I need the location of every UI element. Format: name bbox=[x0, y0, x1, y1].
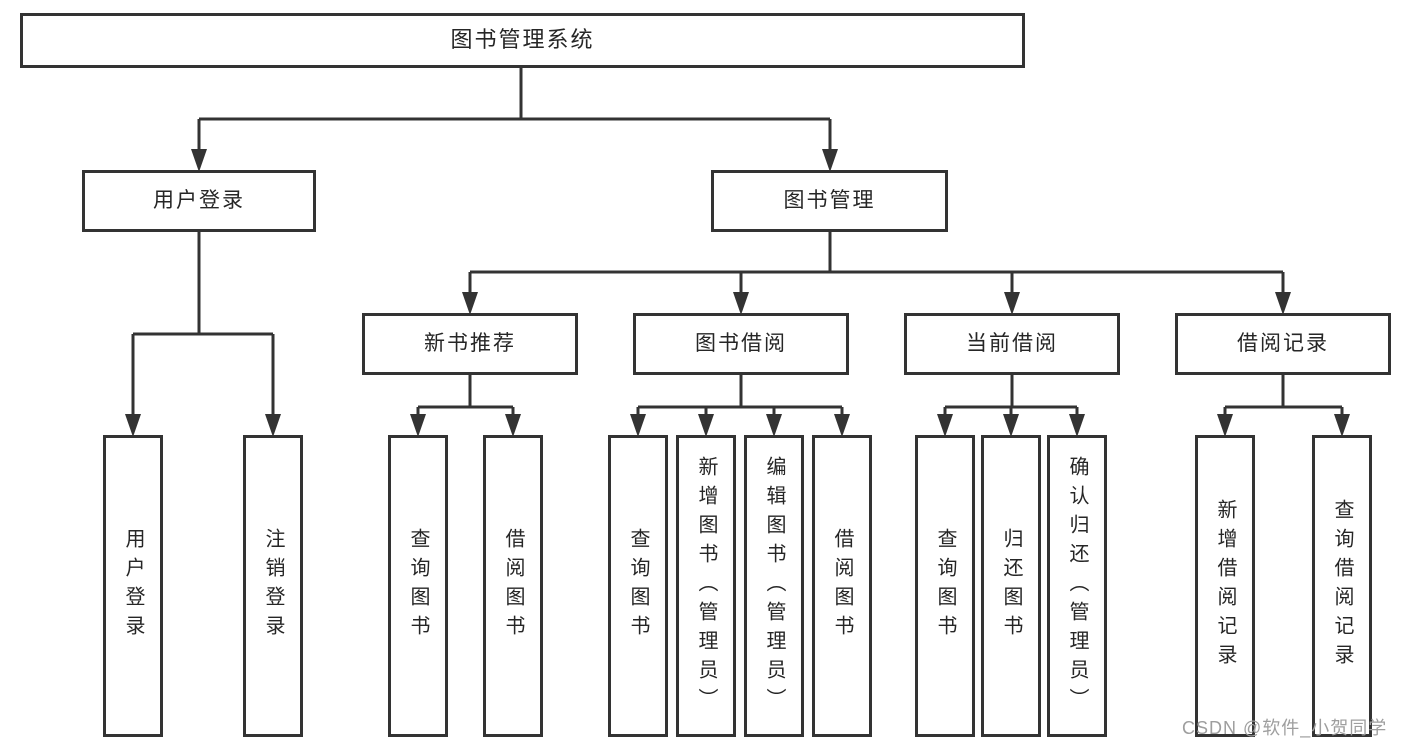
leaf-edit-book-admin: 编辑图书（管理员） bbox=[744, 435, 804, 737]
edges-borrow-records bbox=[1217, 375, 1350, 437]
node-label: 用户登录 bbox=[122, 528, 144, 644]
node-label: 借阅记录 bbox=[1237, 332, 1329, 356]
edges-book-management bbox=[462, 232, 1291, 315]
leaf-query-books-current: 查询图书 bbox=[915, 435, 975, 737]
node-label: 新增图书（管理员） bbox=[695, 455, 717, 717]
node-label: 用户登录 bbox=[153, 189, 245, 213]
node-book-borrow: 图书借阅 bbox=[633, 313, 849, 375]
edges-current-borrow bbox=[937, 375, 1085, 437]
node-label: 图书借阅 bbox=[695, 332, 787, 356]
leaf-logout: 注销登录 bbox=[243, 435, 303, 737]
node-label: 查询借阅记录 bbox=[1331, 499, 1353, 673]
node-label: 图书管理系统 bbox=[450, 27, 595, 53]
node-new-book-recommend: 新书推荐 bbox=[362, 313, 578, 375]
node-user-login: 用户登录 bbox=[82, 170, 316, 232]
node-book-management: 图书管理 bbox=[711, 170, 948, 232]
leaf-confirm-return-admin: 确认归还（管理员） bbox=[1047, 435, 1107, 737]
leaf-query-books-recommend: 查询图书 bbox=[388, 435, 448, 737]
node-label: 图书管理 bbox=[783, 189, 876, 213]
leaf-user-login: 用户登录 bbox=[103, 435, 163, 737]
node-current-borrow: 当前借阅 bbox=[904, 313, 1120, 375]
edges-root bbox=[191, 68, 838, 172]
node-root: 图书管理系统 bbox=[20, 13, 1025, 68]
node-label: 确认归还（管理员） bbox=[1066, 455, 1088, 717]
node-label: 注销登录 bbox=[262, 528, 284, 644]
node-label: 归还图书 bbox=[1000, 528, 1022, 644]
leaf-return-book: 归还图书 bbox=[981, 435, 1041, 737]
node-label: 借阅图书 bbox=[831, 528, 853, 644]
csdn-watermark: CSDN @软件_小贺同学 bbox=[1182, 718, 1388, 738]
node-label: 借阅图书 bbox=[502, 528, 524, 644]
leaf-borrow-books-recommend: 借阅图书 bbox=[483, 435, 543, 737]
node-label: 查询图书 bbox=[934, 528, 956, 644]
leaf-add-book-admin: 新增图书（管理员） bbox=[676, 435, 736, 737]
node-label: 查询图书 bbox=[407, 528, 429, 644]
leaf-borrow-book: 借阅图书 bbox=[812, 435, 872, 737]
leaf-query-books-borrow: 查询图书 bbox=[608, 435, 668, 737]
node-borrow-records: 借阅记录 bbox=[1175, 313, 1391, 375]
node-label: 编辑图书（管理员） bbox=[763, 455, 785, 717]
node-label: 当前借阅 bbox=[966, 332, 1058, 356]
node-label: 新增借阅记录 bbox=[1214, 499, 1236, 673]
edges-user-login bbox=[125, 232, 281, 437]
leaf-add-borrow-record: 新增借阅记录 bbox=[1195, 435, 1255, 737]
leaf-query-borrow-record: 查询借阅记录 bbox=[1312, 435, 1372, 737]
node-label: 查询图书 bbox=[627, 528, 649, 644]
edges-new-book-recommend bbox=[410, 375, 521, 437]
node-label: 新书推荐 bbox=[424, 332, 516, 356]
edges-book-borrow bbox=[630, 375, 850, 437]
